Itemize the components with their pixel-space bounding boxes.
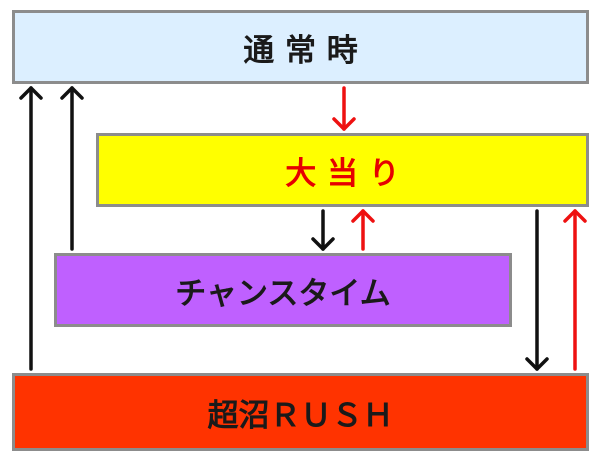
arrow-normal-to-jackpot [332, 86, 356, 131]
arrow-rush-to-normal [19, 86, 43, 371]
state-rush: 超沼ＲＵＳＨ [12, 373, 589, 451]
arrow-jackpot-to-chance-time [311, 209, 335, 251]
arrow-head [525, 357, 549, 371]
state-chance-time-label: チャンスタイム [175, 275, 391, 312]
arrow-chance-time-to-normal [60, 86, 84, 251]
state-jackpot: 大 当 り [96, 133, 589, 207]
state-normal-label: 通 常 時 [243, 32, 358, 69]
arrow-head [351, 209, 375, 223]
state-chance-time: チャンスタイム [54, 253, 512, 327]
arrow-head [563, 209, 587, 223]
arrow-head [60, 86, 84, 100]
arrow-rush-to-jackpot [563, 209, 587, 371]
arrow-chance-time-to-jackpot [351, 209, 375, 251]
arrow-head [332, 117, 356, 131]
state-jackpot-label: 大 当 り [285, 155, 400, 192]
arrow-head [311, 237, 335, 251]
arrow-jackpot-to-rush [525, 209, 549, 371]
state-rush-label: 超沼ＲＵＳＨ [207, 397, 394, 434]
arrow-head [19, 86, 43, 100]
state-normal: 通 常 時 [12, 10, 589, 84]
